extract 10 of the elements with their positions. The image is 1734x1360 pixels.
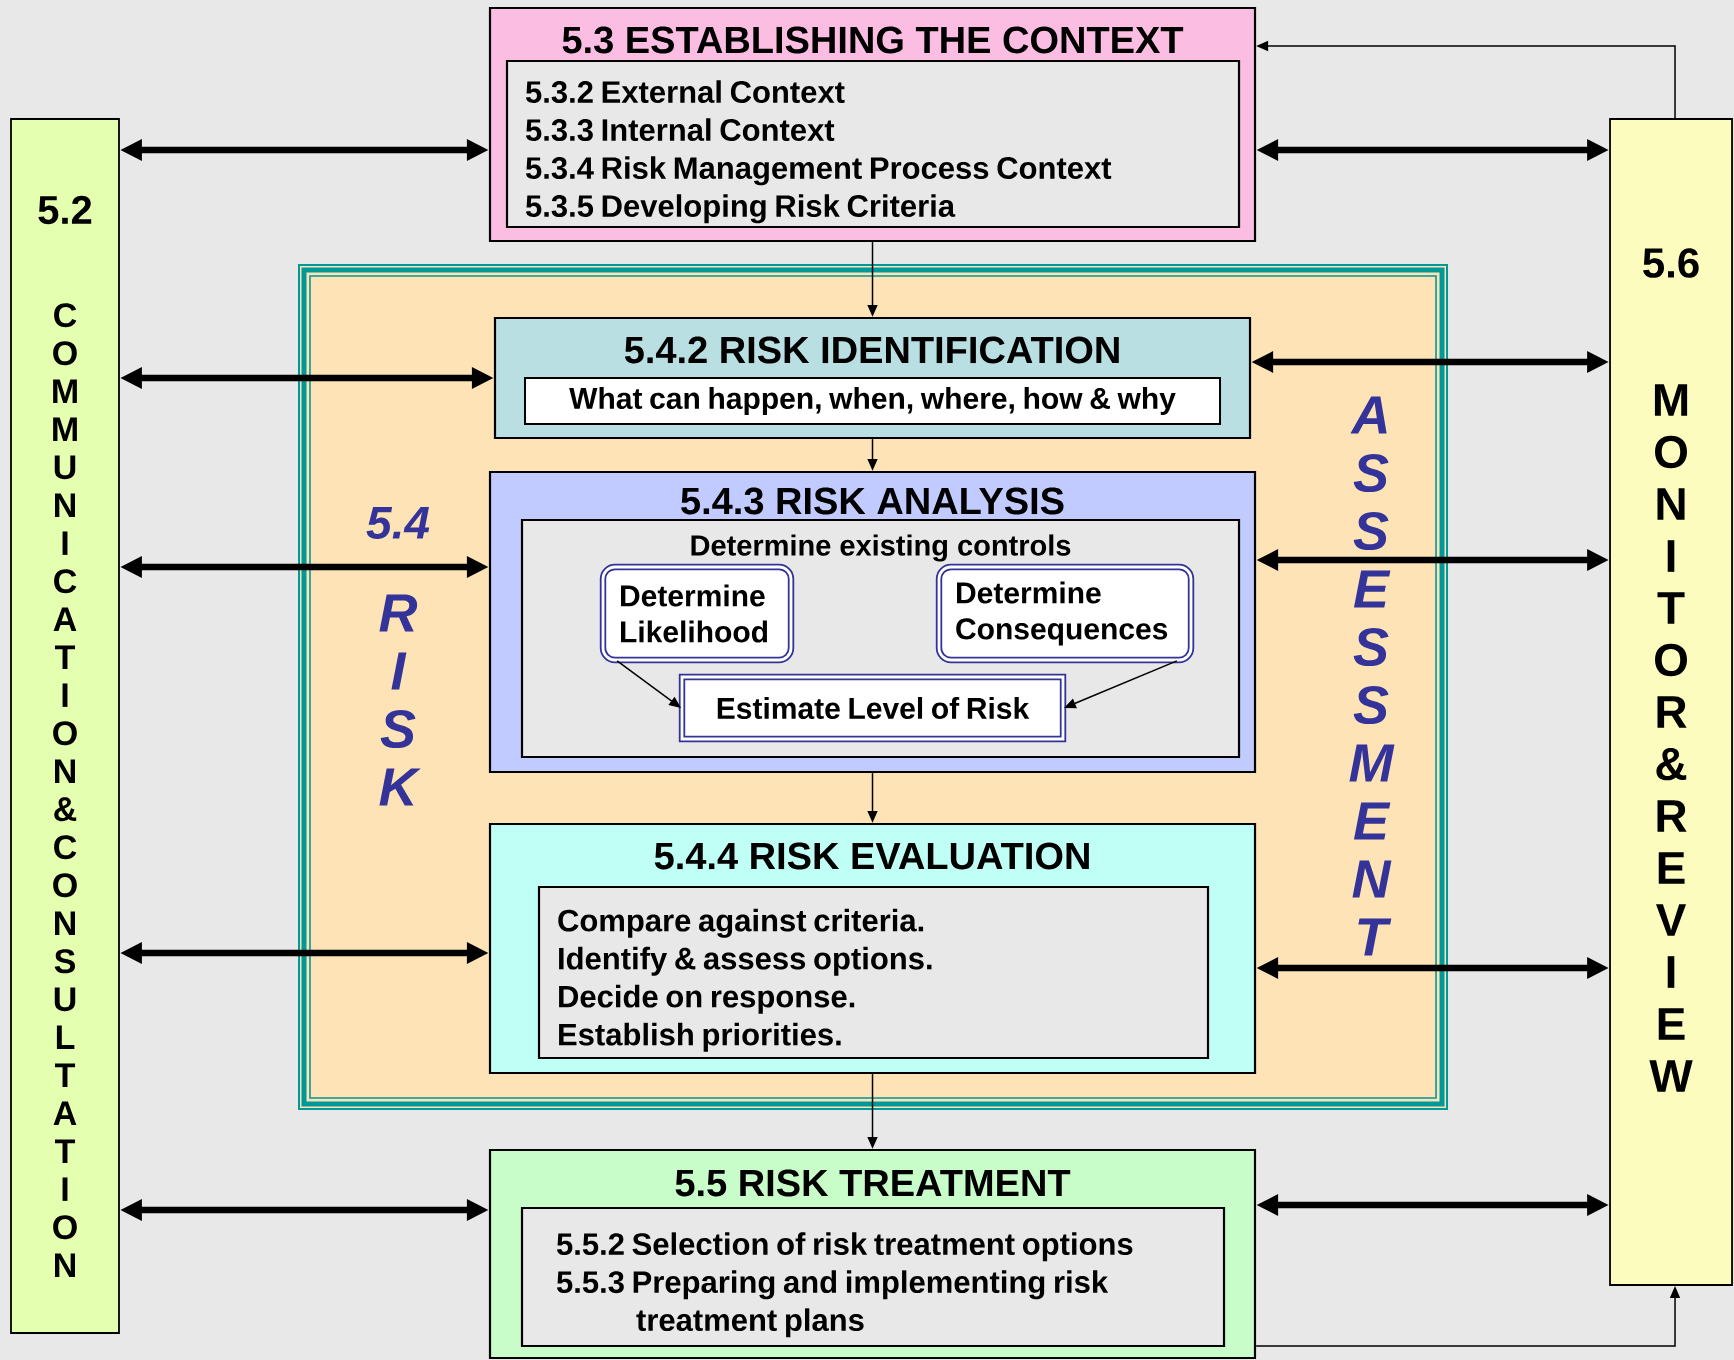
- side-column: 5.6 MONITOR & REVIEW: [1609, 118, 1733, 1286]
- text-box: 5.5.2 Selection of risk treatment options 5.5.3 Preparing and implementing risk treatment plans: [520, 1206, 1226, 1348]
- text-box: 5.3.2 External Context 5.3.3 Internal Context 5.3.4 Risk Management Process Context 5.3.5 Developing Risk Criteria: [505, 59, 1241, 229]
- arrow: [1064, 660, 1178, 709]
- step-box: Estimate Level of Risk: [678, 673, 1067, 743]
- side-column: 5.2 COMMUNICATION & CONSULTATION: [10, 118, 120, 1334]
- text-box: What can happen, when, where, how & why: [524, 377, 1221, 425]
- step-box: Determine Likelihood: [599, 563, 795, 664]
- step-box: Determine Consequences: [935, 563, 1195, 664]
- text-box: Compare against criteria. Identify & assess options. Decide on response. Establish priorities.: [537, 885, 1210, 1060]
